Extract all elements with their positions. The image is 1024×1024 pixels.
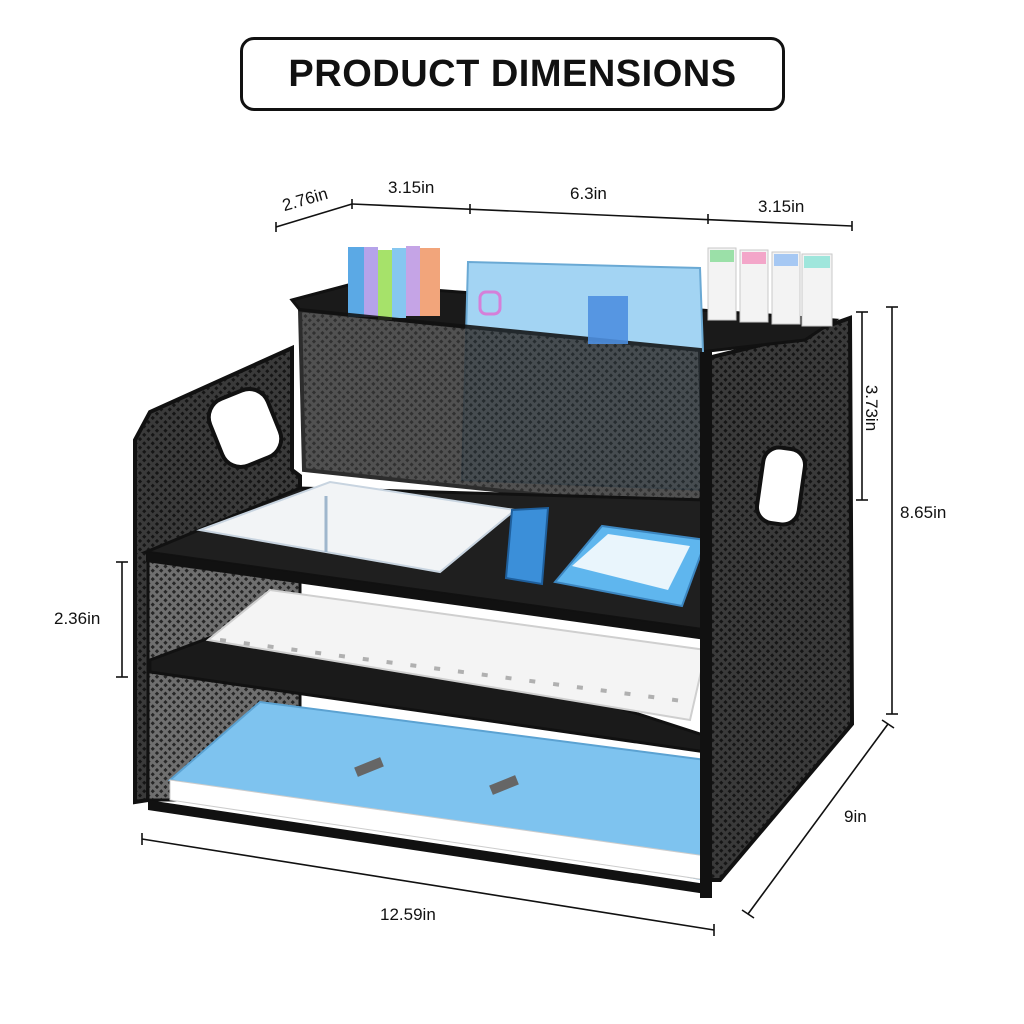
bottom-tray: [148, 700, 707, 894]
dim-right-compartment: 3.15in: [758, 197, 805, 216]
markers: [707, 247, 833, 327]
dim-left-compartment: 3.15in: [388, 178, 435, 197]
top-shelf: [140, 480, 708, 640]
dimension-lines: [116, 199, 898, 936]
right-front-edge: [700, 352, 712, 898]
page-title: PRODUCT DIMENSIONS: [288, 52, 737, 95]
title-box: PRODUCT DIMENSIONS: [240, 37, 785, 111]
dim-width: 12.59in: [380, 905, 436, 924]
dim-depth: 9in: [844, 807, 867, 826]
dim-top-compartment-height: 3.73in: [862, 384, 882, 432]
middle-shelf: [148, 588, 708, 754]
highlighters: [348, 246, 440, 320]
dim-middle-compartment: 6.3in: [570, 184, 607, 203]
dim-total-height: 8.65in: [900, 503, 947, 522]
right-side-panel: [697, 315, 855, 882]
dim-shelf-gap: 2.36in: [54, 609, 101, 628]
